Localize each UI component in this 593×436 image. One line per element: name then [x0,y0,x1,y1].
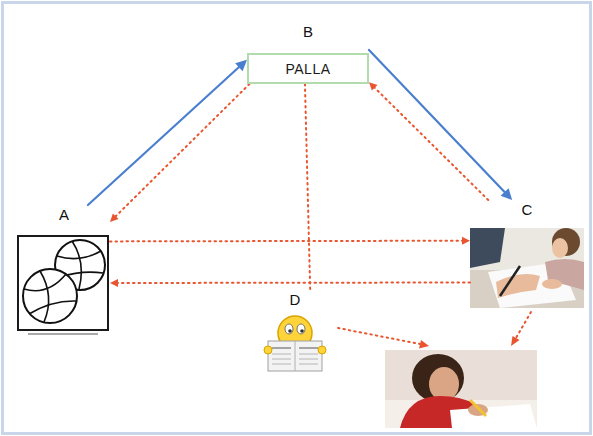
connector-line [305,84,310,290]
picture-slot [255,312,335,372]
beach-balls-picture [18,236,108,334]
diagram-node: B PALLA [247,22,369,84]
connector-line [117,282,470,284]
connector-line [110,240,463,243]
connector-line [374,87,488,200]
arrow-head [235,60,247,71]
picture-slot [470,222,584,310]
node-letter: C [470,200,584,222]
arrow-head [369,82,378,90]
concept-box: PALLA [247,53,369,84]
leader-arrows [338,312,531,349]
picture-slot [18,225,110,335]
connector-line [369,50,505,193]
arrow-head [110,279,118,287]
diagram-node: D [255,290,335,372]
arrow-head [462,237,470,245]
frame [3,3,591,434]
reading-emoji [264,316,326,371]
arrow-head [501,188,513,200]
connector-line [88,67,240,205]
girl-writing-photo [385,350,537,428]
diagram-node: A [18,205,110,335]
node-letter: D [255,290,335,312]
writing-hands-photo [470,228,584,308]
node-letter: A [18,205,110,225]
concept-word: PALLA [285,61,330,77]
diagram-node: C [470,200,584,310]
connector-line [115,84,249,217]
node-letter: B [247,22,369,53]
arrow-head [110,213,119,221]
